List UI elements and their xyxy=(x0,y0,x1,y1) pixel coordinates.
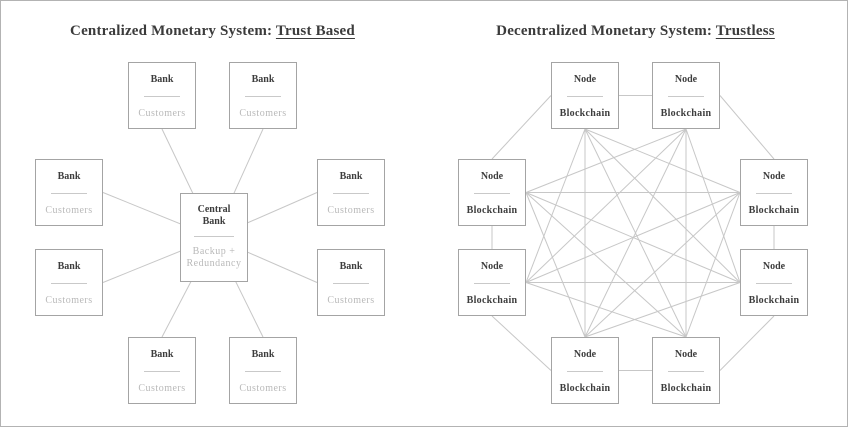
connection-line xyxy=(685,192,741,338)
node-box-bottom-right-divider xyxy=(668,371,704,372)
connection-line xyxy=(584,192,741,338)
bank-box-mid-left-upper-label: Bank xyxy=(57,171,81,182)
bank-box-top-right-sublabel: Customers xyxy=(239,108,287,119)
bank-box-top-right-label: Bank xyxy=(251,74,275,85)
node-box-bottom-left-label: Node xyxy=(573,349,597,360)
node-box-top-left-label: Node xyxy=(573,74,597,85)
connection-line xyxy=(685,128,741,283)
connection-line xyxy=(584,128,741,283)
node-box-mid-right-upper-sublabel: Blockchain xyxy=(748,205,800,216)
bank-box-mid-right-upper-label: Bank xyxy=(339,171,363,182)
connection-line xyxy=(584,128,687,338)
centralized-title-text: Centralized Monetary System: xyxy=(70,23,276,39)
decentralized-connections xyxy=(491,95,775,371)
connection-line xyxy=(525,192,741,283)
node-box-mid-left-lower-sublabel: Blockchain xyxy=(466,295,518,306)
centralized-title-emphasis: Trust Based xyxy=(275,23,355,39)
bank-box-mid-right-lower-divider xyxy=(333,283,369,284)
bank-box-mid-left-lower-sublabel: Customers xyxy=(45,295,93,306)
connection-line xyxy=(584,128,741,193)
decentralized-title-emphasis: Trustless xyxy=(715,23,775,39)
node-box-mid-left-upper-sublabel: Blockchain xyxy=(466,205,518,216)
connection-line xyxy=(719,315,775,371)
node-box-mid-right-lower-divider xyxy=(756,283,792,284)
node-box-mid-left-lower-label: Node xyxy=(480,261,504,272)
node-box-mid-left-lower-divider xyxy=(474,283,510,284)
node-box-top-right-divider xyxy=(668,96,704,97)
central-bank-box-label: Central Bank xyxy=(197,204,231,227)
connection-line xyxy=(525,192,687,338)
node-box-bottom-right-label: Node xyxy=(674,349,698,360)
node-box-mid-right-lower-label: Node xyxy=(762,261,786,272)
node-box-mid-left-upper-divider xyxy=(474,193,510,194)
node-box-top-left-divider xyxy=(567,96,603,97)
connection-line xyxy=(719,95,775,160)
bank-box-mid-right-upper-sublabel: Customers xyxy=(327,205,375,216)
bank-box-mid-left-upper-sublabel: Customers xyxy=(45,205,93,216)
node-box-bottom-left-sublabel: Blockchain xyxy=(559,383,611,394)
node-box-bottom-left-divider xyxy=(567,371,603,372)
bank-box-bottom-right-sublabel: Customers xyxy=(239,383,287,394)
decentralized-title: Decentralized Monetary System: Trustless xyxy=(424,23,847,40)
bank-box-top-left-divider xyxy=(144,96,180,97)
bank-box-top-right-divider xyxy=(245,96,281,97)
node-box-bottom-right-sublabel: Blockchain xyxy=(660,383,712,394)
node-box-top-right-sublabel: Blockchain xyxy=(660,108,712,119)
bank-box-mid-right-lower-sublabel: Customers xyxy=(327,295,375,306)
connection-line xyxy=(525,128,687,193)
connection-line xyxy=(525,282,687,338)
bank-box-bottom-left-divider xyxy=(144,371,180,372)
bank-box-bottom-right-divider xyxy=(245,371,281,372)
central-bank-box-sublabel: Backup + Redundancy xyxy=(186,246,242,269)
decentralized-title-text: Decentralized Monetary System: xyxy=(496,23,716,39)
node-box-mid-left-upper-label: Node xyxy=(480,171,504,182)
central-bank-box-divider xyxy=(194,236,234,237)
bank-box-bottom-left-label: Bank xyxy=(150,349,174,360)
connection-line xyxy=(491,315,552,371)
bank-box-top-left-sublabel: Customers xyxy=(138,108,186,119)
bank-box-bottom-left-sublabel: Customers xyxy=(138,383,186,394)
bank-box-mid-right-lower-label: Bank xyxy=(339,261,363,272)
connection-line xyxy=(584,282,741,338)
connection-line xyxy=(525,192,586,338)
node-box-mid-right-upper-label: Node xyxy=(762,171,786,182)
bank-box-mid-right-upper-divider xyxy=(333,193,369,194)
panel-decentralized: Decentralized Monetary System: Trustless… xyxy=(424,1,847,426)
bank-box-top-left-label: Bank xyxy=(150,74,174,85)
node-box-top-right-label: Node xyxy=(674,74,698,85)
bank-box-mid-left-lower-divider xyxy=(51,283,87,284)
node-box-mid-right-lower-sublabel: Blockchain xyxy=(748,295,800,306)
centralized-title: Centralized Monetary System: Trust Based xyxy=(1,23,424,40)
node-box-mid-right-upper-divider xyxy=(756,193,792,194)
node-box-top-left-sublabel: Blockchain xyxy=(559,108,611,119)
connection-line xyxy=(491,95,552,160)
panel-centralized: Centralized Monetary System: Trust Based… xyxy=(1,1,424,426)
bank-box-bottom-right-label: Bank xyxy=(251,349,275,360)
bank-box-mid-left-lower-label: Bank xyxy=(57,261,81,272)
connection-line xyxy=(525,128,586,283)
bank-box-mid-left-upper-divider xyxy=(51,193,87,194)
